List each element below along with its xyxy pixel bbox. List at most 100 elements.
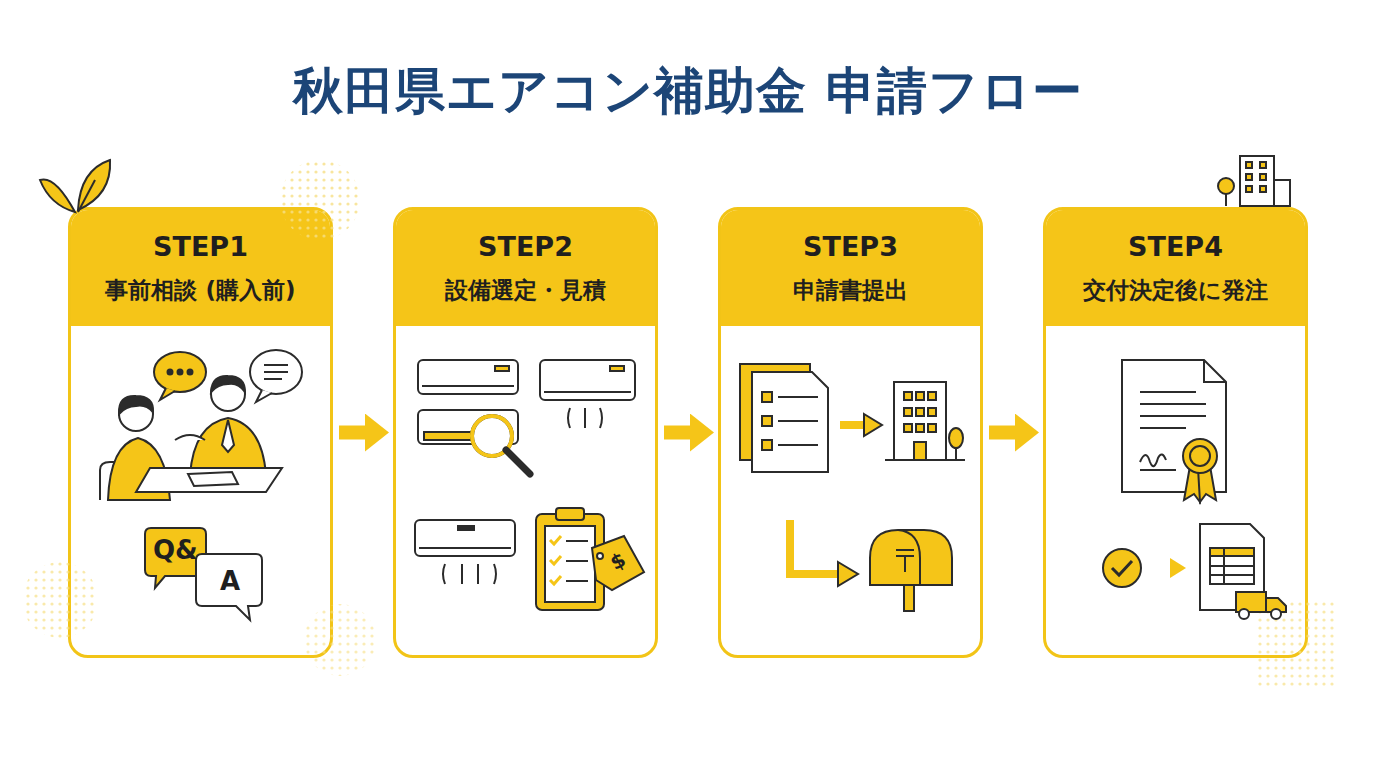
consultation-icon-part <box>264 378 282 380</box>
consultation-icon-part <box>108 438 170 500</box>
estimate-clipboard <box>536 508 644 610</box>
estimate-clipboard-part <box>545 526 595 602</box>
grant-certificate-part <box>1140 391 1196 393</box>
leaf-decoration-part <box>78 160 110 210</box>
mail-route-part <box>904 585 914 611</box>
office-building-part <box>949 428 963 448</box>
air-conditioner-icon <box>415 360 635 584</box>
consultation-icon-part <box>264 371 288 373</box>
grant-certificate-part <box>1140 454 1166 466</box>
grant-certificate <box>1122 360 1226 502</box>
step-number: STEP1 <box>153 232 248 262</box>
order-icon-part <box>1271 609 1281 619</box>
consultation-icon-part <box>211 377 245 411</box>
air-conditioner-icon-part <box>418 410 518 444</box>
application-documents-part <box>762 440 772 450</box>
consultation-icon <box>100 350 302 500</box>
flow-arrow <box>989 426 1015 440</box>
dot-decoration-part <box>304 604 376 676</box>
consultation-icon-part <box>188 472 238 486</box>
mail-route-part <box>896 555 914 557</box>
estimate-clipboard-part <box>550 536 561 584</box>
air-conditioner-icon-part <box>544 391 631 393</box>
dot-decoration-part <box>1255 600 1335 690</box>
building-decoration-part <box>1218 178 1234 194</box>
grant-certificate-part <box>1198 466 1216 502</box>
step-title: 交付決定後に発注 <box>1083 276 1268 304</box>
order-icon-part <box>1210 548 1254 584</box>
grant-certificate-part <box>1140 427 1186 429</box>
mail-route-part <box>870 530 952 585</box>
office-building-part <box>904 424 912 432</box>
application-documents-part <box>762 392 772 402</box>
order-icon-part <box>1112 561 1132 575</box>
air-conditioner-icon-part <box>610 366 624 371</box>
air-conditioner-icon-part <box>443 564 496 584</box>
air-conditioner-icon-part <box>472 416 512 456</box>
grant-certificate-part <box>1140 403 1206 405</box>
step-title: 設備選定・見積 <box>445 276 606 304</box>
consultation-icon-part <box>264 364 288 366</box>
grant-certificate-part <box>1184 466 1202 502</box>
order-icon-part <box>1210 548 1254 556</box>
office-building-part <box>904 392 912 400</box>
order-icon-part <box>1103 549 1141 587</box>
application-documents-part <box>740 364 810 460</box>
building-decoration-part <box>1225 194 1227 206</box>
qa-bubbles-part <box>145 528 206 588</box>
leaf-decoration <box>40 160 110 212</box>
mail-route-part <box>898 530 920 585</box>
consultation-icon-part <box>136 468 282 492</box>
grant-certificate-part <box>1204 360 1226 382</box>
step-title: 事前相談 (購入前) <box>105 276 295 304</box>
consultation-icon-part <box>178 370 183 375</box>
building-decoration-part <box>1246 174 1252 180</box>
order-icon-part <box>1210 574 1254 576</box>
application-documents-part <box>840 421 866 429</box>
building-decoration-part <box>1246 186 1252 192</box>
office-building-part <box>914 442 926 460</box>
order-icon-part <box>1266 598 1286 612</box>
air-conditioner-icon-part <box>418 360 518 394</box>
application-documents-part <box>762 416 772 426</box>
consultation-icon-part <box>119 397 153 431</box>
mail-route-part <box>904 556 906 572</box>
air-conditioner-icon-part <box>419 547 511 549</box>
office-building-part <box>885 459 965 461</box>
application-documents-part <box>778 444 818 446</box>
consultation-icon-part <box>119 396 153 414</box>
step-header-band: STEP3申請書提出 <box>721 210 980 326</box>
office-building-part <box>955 448 957 460</box>
dot-decoration-part <box>280 160 360 240</box>
estimate-clipboard-part <box>566 580 588 582</box>
building-decoration-part <box>1260 174 1266 180</box>
dot-decoration-part <box>22 562 98 638</box>
order-icon-part <box>1223 548 1225 584</box>
office-building-part <box>928 408 936 416</box>
qa-bubbles <box>145 528 262 620</box>
estimate-clipboard-part <box>536 514 604 610</box>
consultation-icon-part <box>250 350 302 394</box>
building-decoration-part <box>1240 156 1274 206</box>
qa-bubbles-part <box>196 554 262 620</box>
office-building-part <box>916 408 924 416</box>
step-number: STEP4 <box>1128 232 1223 262</box>
air-conditioner-icon-part <box>415 520 515 556</box>
order-icon-part <box>1170 558 1186 578</box>
building-decoration-part <box>1246 162 1252 168</box>
air-conditioner-icon-part <box>495 366 509 371</box>
order-icon-part <box>1239 609 1249 619</box>
estimate-clipboard-part <box>592 536 644 590</box>
dot-decoration <box>22 160 1335 690</box>
office-building-part <box>904 408 912 416</box>
air-conditioner-icon-part <box>568 408 602 428</box>
flow-arrow <box>339 426 365 440</box>
application-documents-part <box>778 396 818 398</box>
air-conditioner-icon-part <box>422 385 514 387</box>
step-title: 申請書提出 <box>793 276 908 304</box>
leaf-decoration-part <box>78 180 95 212</box>
application-documents-part <box>778 420 818 422</box>
step-header-band: STEP2 設備選定・見積 <box>396 210 655 326</box>
step-number: STEP2 <box>478 232 573 262</box>
grant-certificate-part <box>1183 439 1217 473</box>
